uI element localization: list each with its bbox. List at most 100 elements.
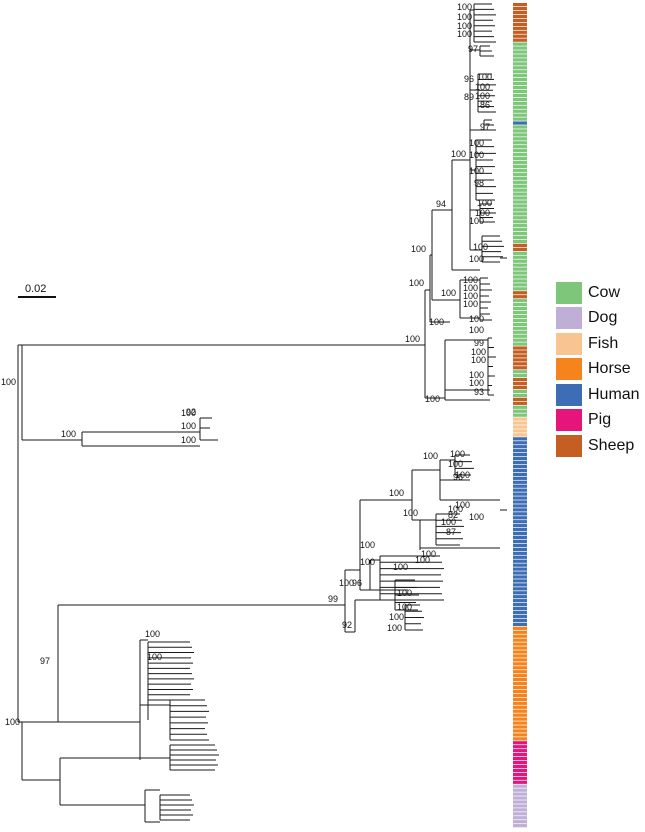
strip-cell-horse: [513, 650, 527, 654]
strip-cell-human: [513, 524, 527, 528]
bootstrap-label: 100: [463, 299, 478, 309]
strip-cell-sheep: [513, 26, 527, 30]
strip-cell-human: [513, 535, 527, 540]
strip-cell-cow: [513, 109, 527, 113]
strip-cell-human: [513, 571, 527, 575]
strip-cell-human: [513, 121, 527, 125]
strip-cell-horse: [513, 737, 527, 741]
strip-cell-pig: [513, 741, 527, 745]
strip-cell-human: [513, 583, 527, 587]
strip-cell-cow: [513, 267, 527, 271]
strip-cell-human: [513, 599, 527, 603]
bootstrap-label: 100: [469, 254, 484, 264]
bootstrap-label: 100: [393, 562, 408, 572]
legend-item-sheep: Sheep: [556, 433, 640, 459]
strip-cell-pig: [513, 749, 527, 753]
bootstrap-label: 100: [387, 623, 402, 633]
strip-cell-cow: [513, 172, 527, 176]
strip-cell-fish: [513, 425, 527, 429]
bootstrap-label: 100: [463, 283, 478, 293]
legend-label: Fish: [588, 334, 619, 352]
bootstrap-label: 100: [389, 488, 404, 498]
bootstrap-label: 100: [448, 459, 463, 469]
strip-cell-sheep: [513, 381, 527, 386]
strip-cell-cow: [513, 42, 527, 46]
strip-cell-cow: [513, 200, 527, 204]
strip-cell-fish: [513, 421, 527, 425]
strip-cell-sheep: [513, 38, 527, 42]
strip-cell-cow: [513, 160, 527, 165]
strip-cell-dog: [513, 788, 527, 792]
bootstrap-label: 100: [429, 317, 444, 327]
strip-cell-cow: [513, 141, 527, 145]
scale-bar-label: 0.02: [25, 283, 46, 295]
strip-cell-dog: [513, 808, 527, 812]
strip-cell-human: [513, 547, 527, 551]
strip-cell-cow: [513, 117, 527, 121]
bootstrap-label: 100: [339, 578, 354, 588]
strip-cell-sheep: [513, 243, 527, 248]
strip-cell-human: [513, 516, 527, 520]
strip-cell-cow: [513, 168, 527, 173]
bootstrap-label: 100: [441, 288, 456, 298]
strip-cell-pig: [513, 776, 527, 780]
bootstrap-label: 100: [1, 377, 16, 387]
strip-cell-cow: [513, 89, 527, 94]
legend-item-cow: Cow: [556, 280, 640, 306]
strip-cell-human: [513, 453, 527, 457]
strip-cell-pig: [513, 753, 527, 757]
strip-cell-pig: [513, 760, 527, 765]
strip-cell-pig: [513, 745, 527, 749]
legend-label: Dog: [588, 309, 618, 327]
bootstrap-label: 100: [397, 588, 412, 598]
strip-cell-cow: [513, 318, 527, 323]
strip-cell-human: [513, 622, 527, 626]
strip-cell-dog: [513, 824, 527, 828]
bootstrap-label: 100: [471, 347, 486, 357]
strip-cell-cow: [513, 275, 527, 279]
legend-item-horse: Horse: [556, 357, 640, 383]
bootstrap-label: 100: [457, 2, 472, 12]
strip-cell-human: [513, 551, 527, 555]
strip-cell-cow: [513, 393, 527, 398]
strip-cell-cow: [513, 239, 527, 244]
strip-cell-human: [513, 512, 527, 516]
strip-cell-human: [513, 492, 527, 496]
bootstrap-label: 100: [457, 12, 472, 22]
legend-item-dog: Dog: [556, 306, 640, 332]
strip-cell-horse: [513, 685, 527, 690]
strip-cell-horse: [513, 658, 527, 662]
bootstrap-label: 100: [457, 21, 472, 31]
bootstrap-label: 100: [448, 504, 463, 514]
bootstrap-label: 100: [455, 500, 470, 510]
legend-label: Sheep: [588, 436, 635, 454]
legend-swatch: [556, 409, 582, 432]
bootstrap-label: 100: [469, 314, 484, 324]
strip-cell-cow: [513, 299, 527, 303]
bootstrap-label: 100: [145, 629, 160, 639]
strip-cell-cow: [513, 405, 527, 409]
bootstrap-label: 98: [474, 178, 484, 188]
bootstrap-label: 100: [5, 717, 20, 727]
strip-cell-horse: [513, 713, 527, 717]
strip-cell-cow: [513, 220, 527, 224]
strip-cell-horse: [513, 626, 527, 630]
strip-cell-human: [513, 543, 527, 548]
bootstrap-label: 92: [342, 620, 352, 630]
bootstrap-label: 86: [480, 100, 490, 110]
host-color-strip: [513, 3, 527, 828]
bootstrap-label: 100: [403, 508, 418, 518]
strip-cell-cow: [513, 129, 527, 133]
strip-cell-cow: [513, 46, 527, 50]
strip-cell-horse: [513, 705, 527, 709]
strip-cell-cow: [513, 156, 527, 161]
strip-cell-human: [513, 563, 527, 567]
legend-item-fish: Fish: [556, 331, 640, 357]
strip-cell-dog: [513, 820, 527, 824]
strip-cell-cow: [513, 184, 527, 188]
bootstrap-label: 96: [352, 578, 362, 588]
strip-cell-sheep: [513, 346, 527, 350]
strip-cell-human: [513, 464, 527, 469]
bootstrap-label: 100: [473, 242, 488, 252]
